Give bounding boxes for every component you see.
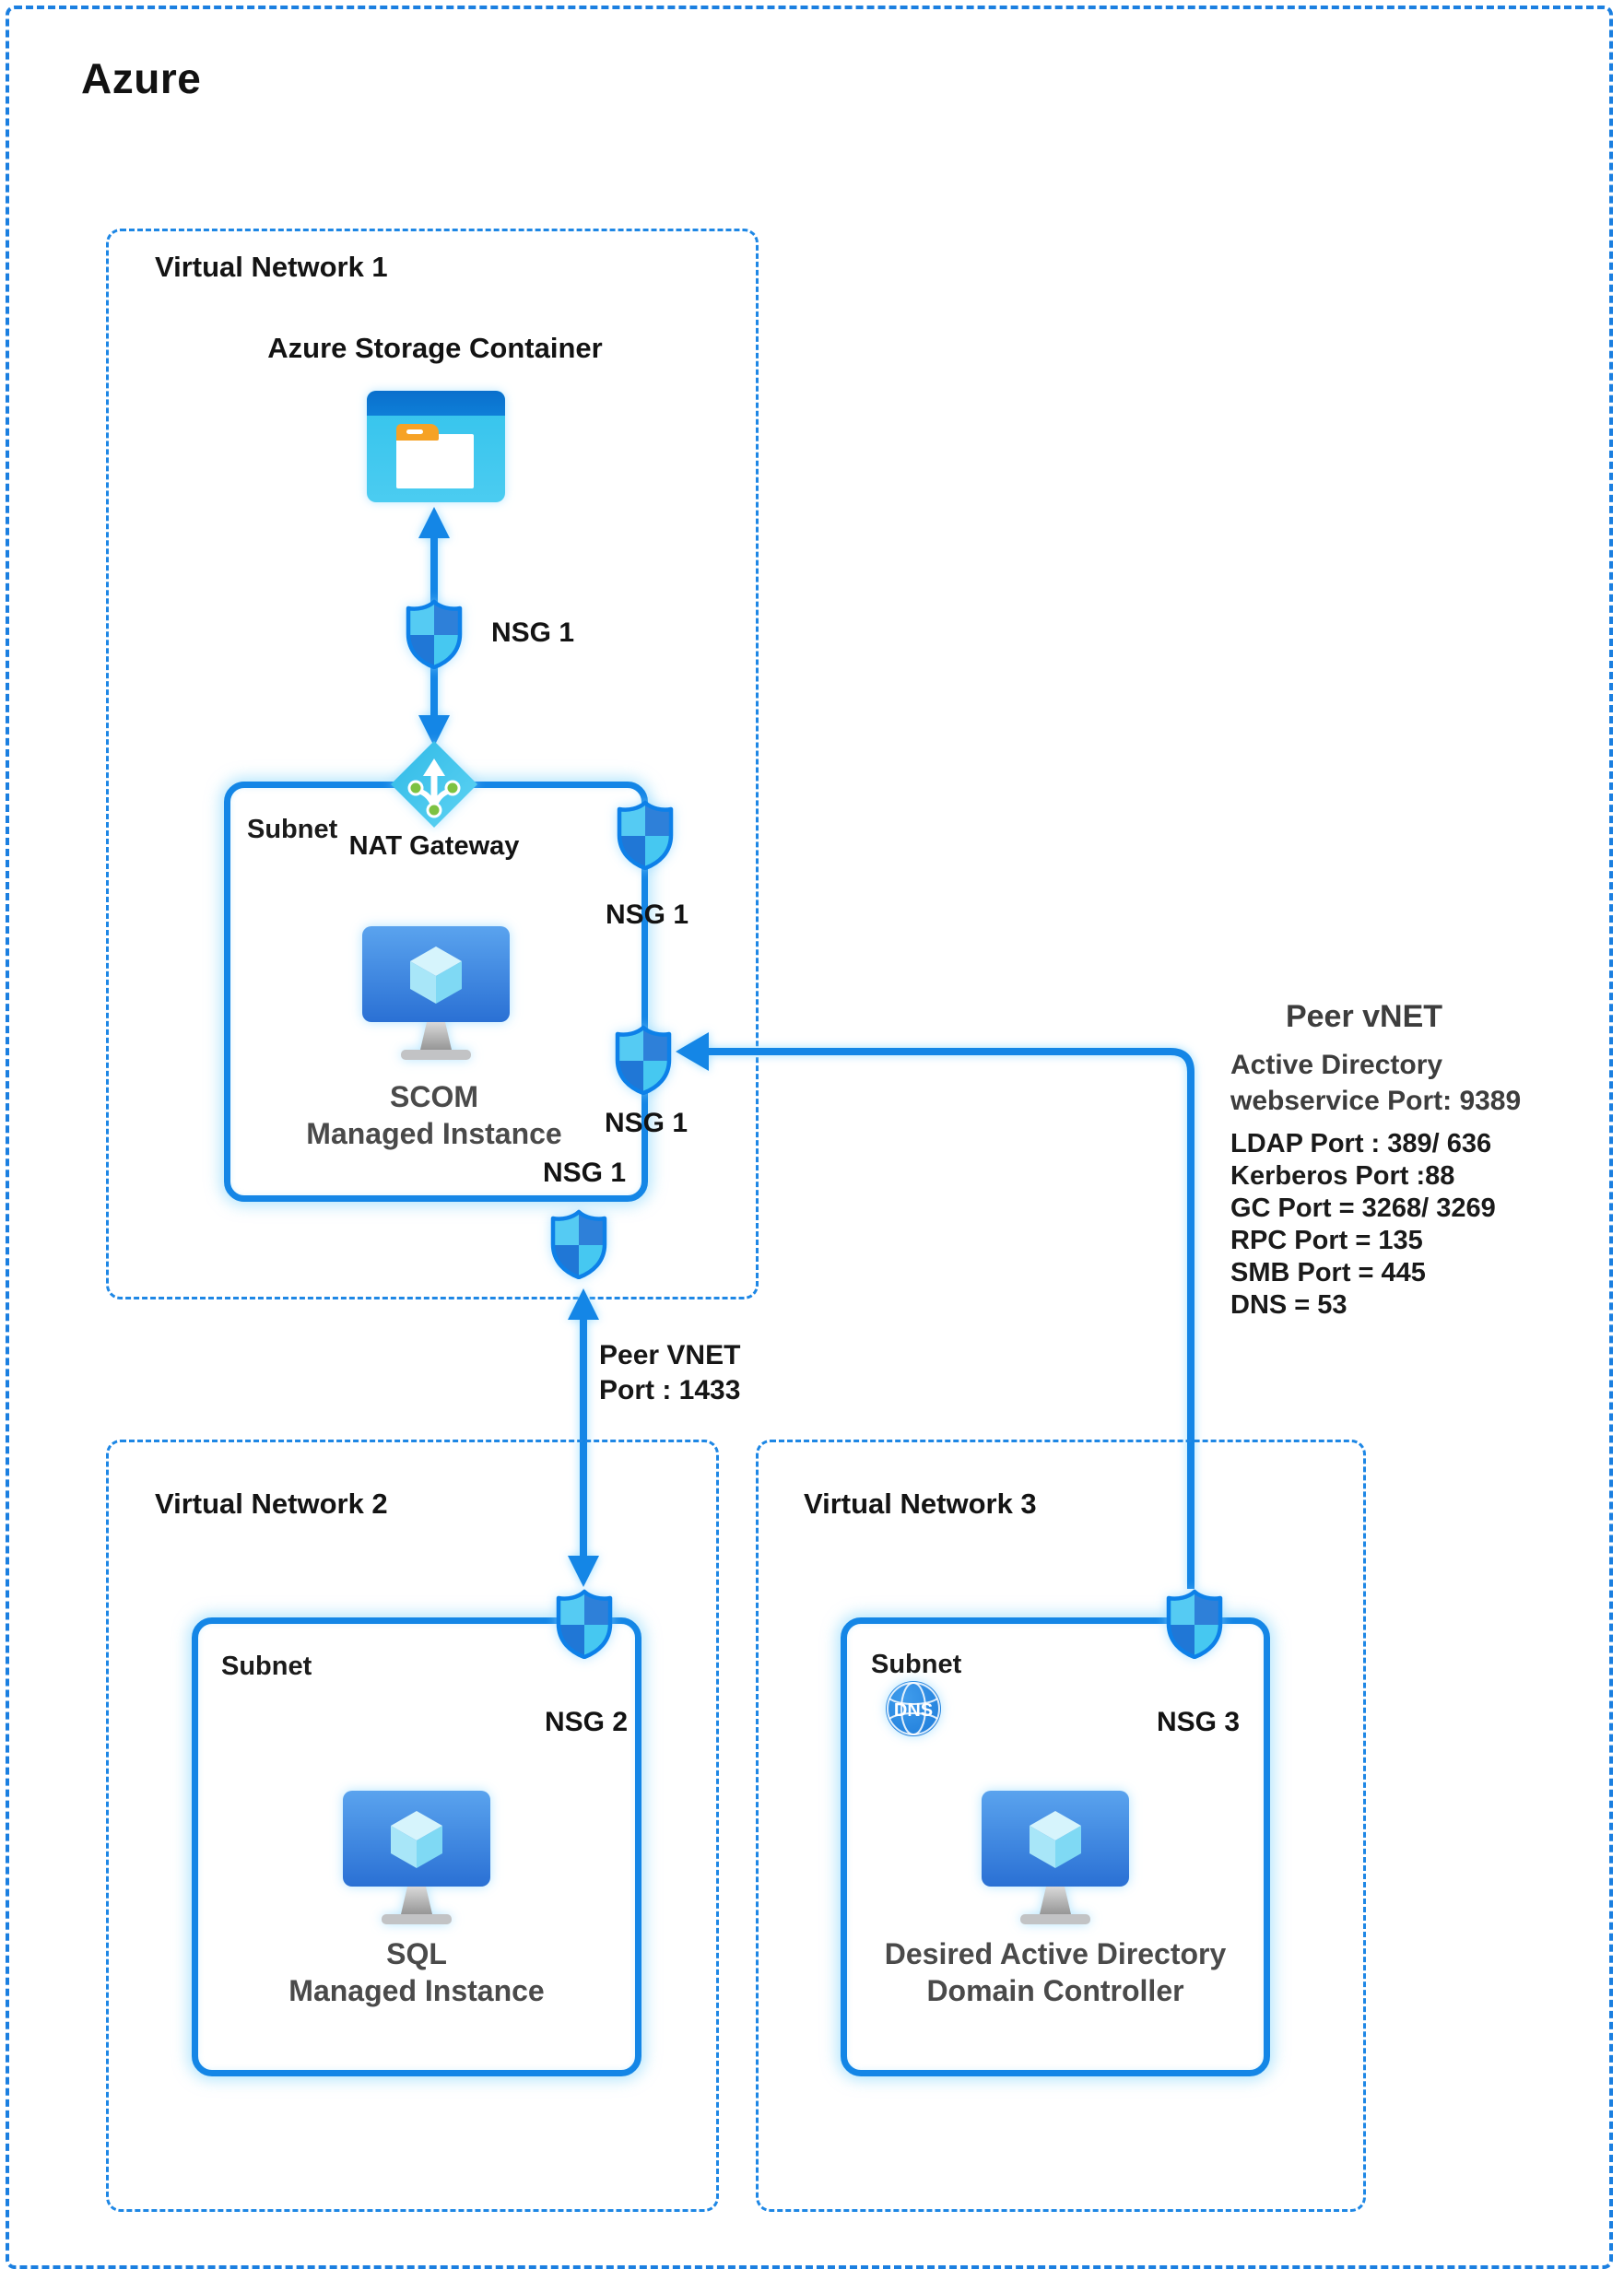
nsg1-shield-icon-right-mid [614, 1025, 673, 1095]
dns-icon-text: DNS [894, 1700, 933, 1721]
vnet1-box [106, 229, 759, 1299]
nsg3-shield-icon [1165, 1589, 1224, 1659]
sql-name-line1: SQL [386, 1937, 447, 1970]
storage-icon-folder-tab [396, 424, 439, 441]
nsg1-label-right-top: NSG 1 [605, 899, 689, 930]
page-title: Azure [81, 54, 202, 102]
nat-gateway-icon [388, 738, 480, 830]
vnet1-label: Virtual Network 1 [155, 251, 388, 283]
sql-managed-instance-icon [343, 1791, 490, 1931]
nsg3-label: NSG 3 [1156, 1707, 1241, 1737]
storage-container-label: Azure Storage Container [267, 332, 603, 364]
vnet3-label: Virtual Network 3 [804, 1487, 1037, 1520]
nsg1-label-bottom: NSG 1 [542, 1158, 627, 1188]
scom-managed-instance-icon [362, 926, 510, 1066]
ad-name-line2: Domain Controller [926, 1974, 1184, 2007]
peer-vnet-link-line2: Port : 1433 [599, 1375, 741, 1405]
azure-storage-container-icon [367, 391, 505, 502]
vnet3-box [756, 1440, 1366, 2212]
nsg2-label: NSG 2 [544, 1707, 629, 1737]
scom-name-line2: Managed Instance [306, 1117, 562, 1150]
nsg1-label-top: NSG 1 [491, 617, 575, 648]
storage-icon-titlebar [367, 391, 505, 416]
peer-vnet-title: Peer vNET [1285, 999, 1443, 1034]
ad-name-line1: Desired Active Directory [884, 1937, 1227, 1970]
vnet2-label: Virtual Network 2 [155, 1487, 388, 1520]
port-list-item: DNS = 53 [1230, 1290, 1347, 1320]
peer-vnet-subtitle-line1: Active Directory [1230, 1050, 1443, 1080]
peer-vnet-link-label: Peer VNET Port : 1433 [599, 1338, 740, 1408]
vnet3-subnet-label: Subnet [871, 1650, 962, 1679]
nsg1-shield-icon-right-top [616, 800, 675, 870]
vnet2-box [106, 1440, 719, 2212]
nsg2-shield-icon [555, 1589, 614, 1659]
peer-vnet-subtitle: Active Directory webservice Port: 9389 [1230, 1047, 1521, 1119]
sql-name-line2: Managed Instance [288, 1974, 545, 2007]
port-list-item: LDAP Port : 389/ 636 [1230, 1129, 1492, 1158]
peer-vnet-link-line1: Peer VNET [599, 1340, 741, 1370]
ad-domain-controller-icon [982, 1791, 1129, 1931]
port-list-item: SMB Port = 445 [1230, 1258, 1426, 1287]
peer-vnet-subtitle-line2: webservice Port: 9389 [1230, 1086, 1522, 1116]
dns-icon: DNS [886, 1681, 941, 1736]
nsg1-shield-icon-top [405, 599, 464, 669]
peer-vnet-port-list: LDAP Port : 389/ 636 Kerberos Port :88 G… [1230, 1128, 1496, 1322]
storage-icon-page [396, 434, 474, 488]
port-list-item: GC Port = 3268/ 3269 [1230, 1193, 1496, 1223]
scom-name-line1: SCOM [390, 1080, 478, 1113]
storage-icon-tab-dash [406, 429, 423, 434]
nsg1-label-right-mid: NSG 1 [604, 1108, 688, 1138]
nat-gateway-label: NAT Gateway [348, 831, 520, 861]
port-list-item: Kerberos Port :88 [1230, 1161, 1455, 1191]
nsg1-shield-icon-bottom [549, 1209, 608, 1279]
azure-boundary-box [6, 6, 1613, 2269]
vnet1-subnet-label: Subnet [247, 815, 338, 844]
vnet2-subnet-label: Subnet [221, 1652, 312, 1681]
port-list-item: RPC Port = 135 [1230, 1226, 1423, 1255]
